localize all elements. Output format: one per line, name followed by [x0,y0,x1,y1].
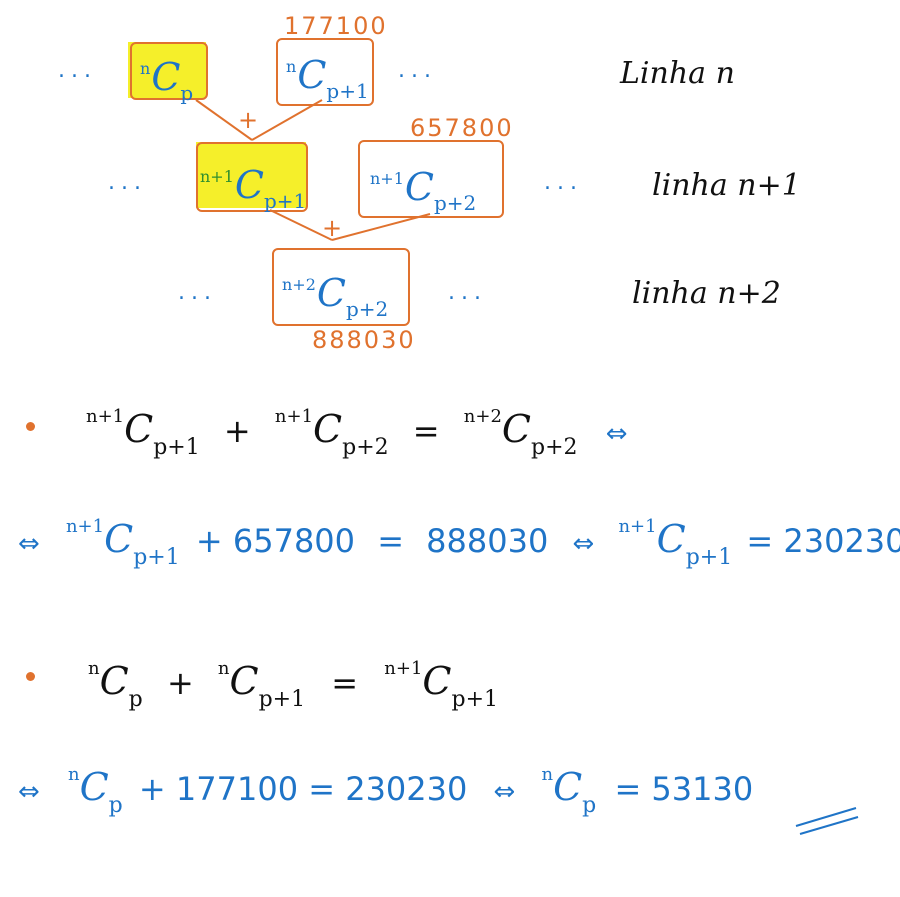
bullet-1 [26,422,35,431]
equation-3: nCp + nCp+1 = n+1Cp+1 [88,658,498,712]
cell-n1Cp2: n+1Cp+2 [370,165,477,215]
row-label-n: Linha n [620,56,735,91]
bullet-2 [26,672,35,681]
plus-sign-1: + [238,106,259,134]
cell-n2Cp2: n+2Cp+2 [282,271,389,321]
highlight-nCp [128,42,206,98]
equation-1: n+1Cp+1 + n+1Cp+2 = n+2Cp+2 ⇔ [86,406,628,460]
equation-4: ⇔ nCp + 177100 = 230230 ⇔ nCp = 53130 [18,764,754,818]
ellipsis-left-row-n: ... [58,58,97,83]
box-nCp [130,42,208,100]
cell-n1Cp1: n+1Cp+1 [200,163,307,213]
value-n2Cp2: 888030 [312,326,416,354]
cell-nCp1: nCp+1 [286,53,369,103]
ellipsis-left-row-n1: ... [108,170,147,195]
plus-sign-2: + [322,214,343,242]
box-n1Cp2 [358,140,504,218]
value-n1Cp2: 657800 [410,114,514,142]
ellipsis-right-row-n2: ... [448,280,487,305]
equation-2: ⇔ n+1Cp+1 + 657800 = 888030 ⇔ n+1Cp+1 = … [18,516,900,570]
ellipsis-right-row-n1: ... [544,170,583,195]
row-label-n1: linha n+1 [652,168,801,203]
row-label-n2: linha n+2 [632,276,781,311]
box-nCp1 [276,38,374,106]
cell-nCp: nCp [140,55,194,105]
value-nCp1: 177100 [284,12,388,40]
box-n2Cp2 [272,248,410,326]
highlight-n1Cp1 [196,142,306,208]
ellipsis-left-row-n2: ... [178,280,217,305]
ellipsis-right-row-n: ... [398,58,437,83]
box-n1Cp1 [196,142,308,212]
